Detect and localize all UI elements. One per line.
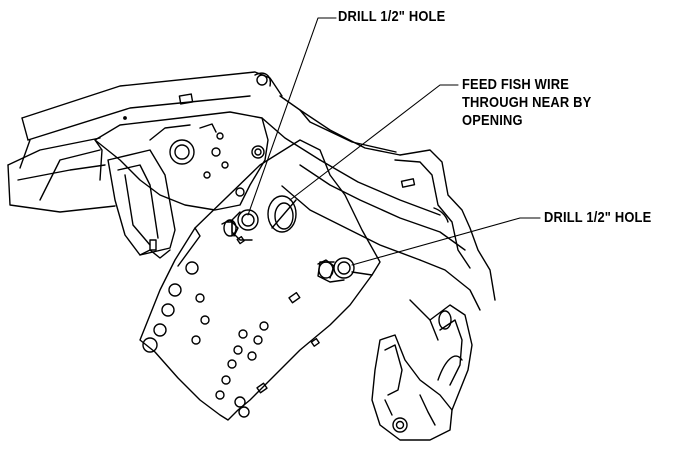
callout-drill-hole-top-text: DRILL 1/2" HOLE [338, 8, 446, 25]
callout-fish-wire: FEED FISH WIRE THROUGH NEAR BY OPENING [462, 76, 591, 130]
upper-bracket [94, 111, 269, 211]
leader-top-hole [247, 17, 337, 216]
wire-opening [267, 195, 297, 233]
leader-right-hole [351, 217, 541, 266]
mounting-plate [139, 139, 381, 421]
frame-rail [7, 71, 283, 213]
right-bolt [317, 257, 355, 283]
diagonal-beam [261, 95, 496, 341]
leader-lines [247, 17, 541, 266]
left-bolt [221, 187, 259, 241]
leader-fish-wire [289, 84, 459, 201]
left-tab [107, 149, 176, 259]
callout-drill-hole-top: DRILL 1/2" HOLE [338, 8, 445, 26]
lower-hook-bracket [371, 304, 473, 441]
callout-fish-wire-line1: FEED FISH WIRE [462, 76, 570, 93]
callout-fish-wire-line3: OPENING [462, 112, 523, 129]
callout-drill-hole-right-text: DRILL 1/2" HOLE [544, 209, 652, 226]
callout-fish-wire-line2: THROUGH NEAR BY [462, 94, 592, 111]
callout-drill-hole-right: DRILL 1/2" HOLE [544, 209, 651, 227]
